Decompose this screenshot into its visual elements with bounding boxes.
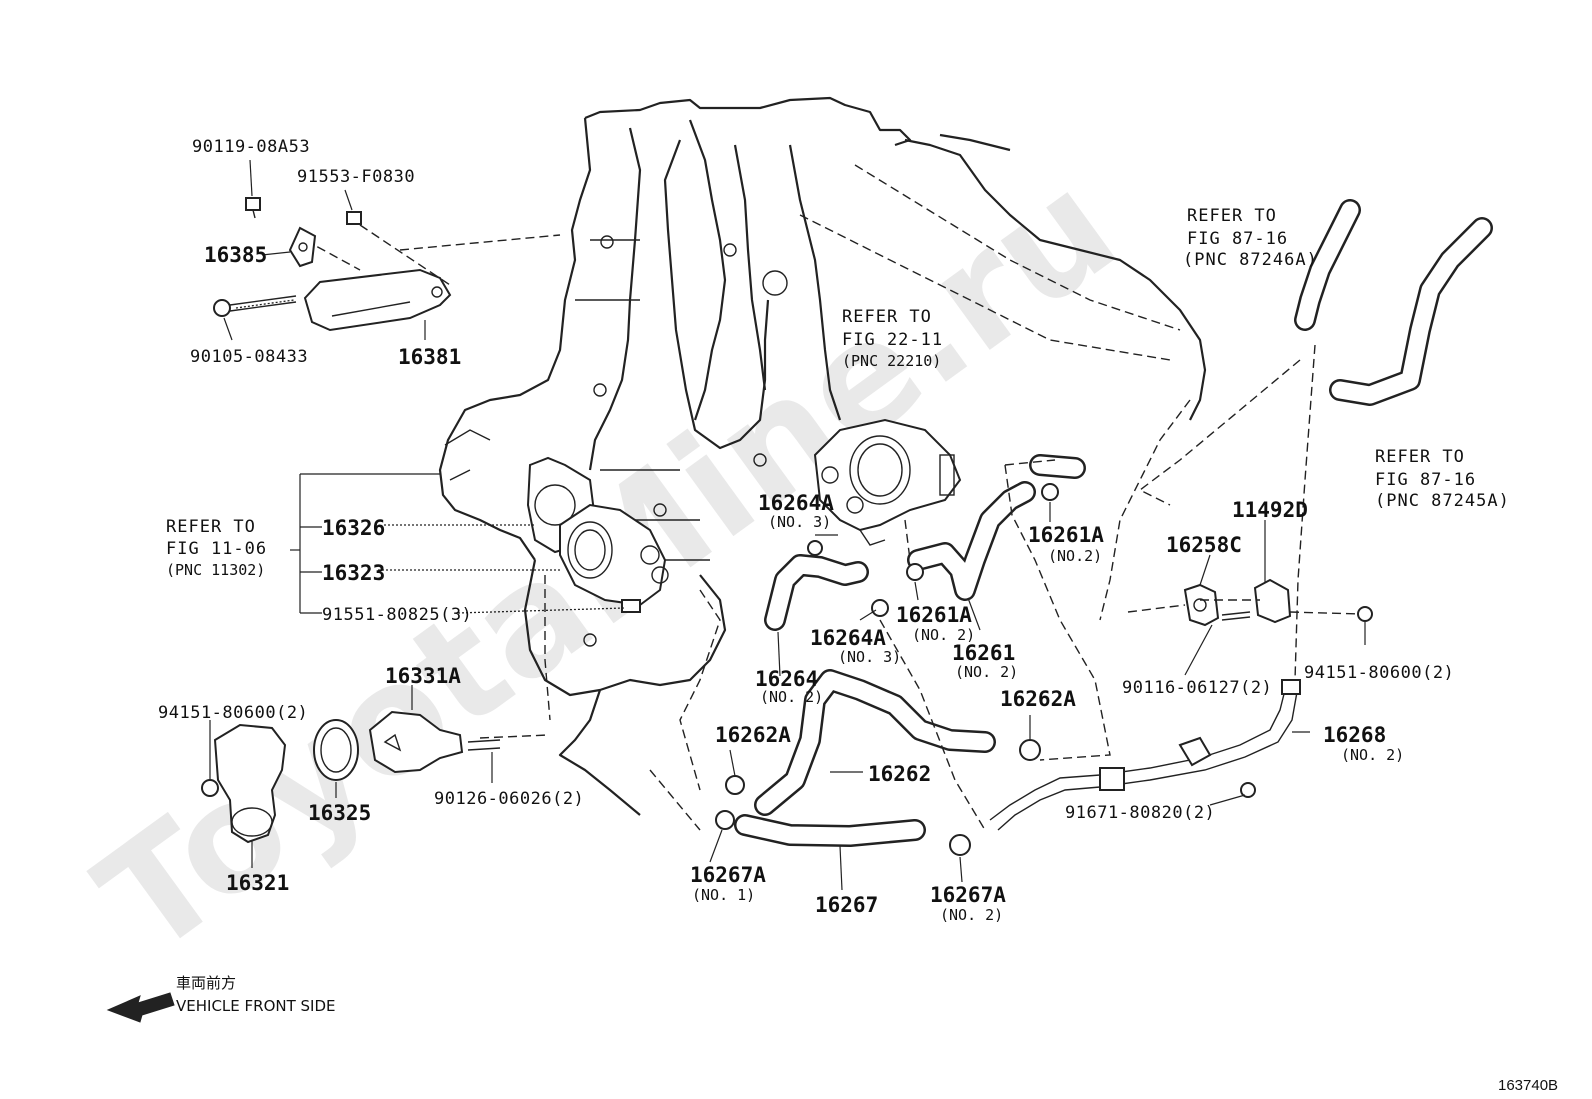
label-91553-f0830: 91553-F0830 (297, 167, 415, 187)
labels: 90119-08A53 91553-F0830 16385 90105-0843… (158, 137, 1510, 924)
clamp-16267a-right-icon (949, 834, 971, 856)
label-16267a-right-sub: (NO. 2) (940, 906, 1003, 924)
label-16261a-left-sub: (NO. 2) (912, 626, 975, 644)
bolt-91553-f0830-icon (346, 211, 362, 225)
front-label-japanese: 車両前方 (176, 974, 236, 992)
clamp-16261a-right-icon (1041, 483, 1059, 501)
label-16325: 16325 (308, 801, 371, 825)
hoses (734, 199, 1493, 847)
head-dashed-outline (304, 164, 1301, 621)
thermostat-group (201, 710, 501, 844)
label-16385: 16385 (204, 243, 267, 267)
label-11492d: 11492D (1232, 498, 1308, 522)
clamp-16261a-left-icon (906, 563, 924, 581)
label-16262: 16262 (868, 762, 931, 786)
figure-code: 163740B (1498, 1077, 1558, 1094)
water-inlet-group (526, 456, 669, 613)
thermostat-16331a-icon (368, 710, 464, 774)
label-16331a: 16331A (385, 664, 461, 688)
label-90105-08433: 90105-08433 (190, 347, 308, 367)
label-16264a-mid-sub: (NO. 3) (838, 648, 901, 666)
ref-fig-11-06-line1: REFER TO (166, 517, 256, 537)
label-16264a-mid: 16264A (810, 626, 886, 650)
vehicle-front-indicator: 車両前方 VEHICLE FRONT SIDE (106, 974, 336, 1023)
label-16264: 16264 (755, 667, 818, 691)
front-label-english: VEHICLE FRONT SIDE (176, 997, 336, 1015)
water-pipe-16268 (989, 679, 1301, 831)
label-16261: 16261 (952, 641, 1015, 665)
label-16261-sub: (NO. 2) (955, 663, 1018, 681)
ref-fig-11-06-line3: (PNC 11302) (166, 561, 265, 579)
ref-fig-87-16-b-line1: REFER TO (1375, 447, 1465, 467)
leader-lines (209, 159, 1366, 891)
ref-fig-22-11-line3: (PNC 22210) (842, 352, 941, 370)
clamp-16264a-top-icon (807, 540, 823, 556)
label-91671-80820: 91671-80820(2) (1065, 803, 1215, 823)
ref-fig-87-16-b-line3: (PNC 87245A) (1375, 491, 1510, 511)
left-arrow-icon (106, 992, 175, 1023)
label-16261a-left: 16261A (896, 603, 972, 627)
label-91551-80825: 91551-80825(3) (322, 605, 472, 625)
cover-group (1183, 578, 1373, 627)
bracket-16385-icon (288, 226, 317, 268)
label-90119-08a53: 90119-08A53 (192, 137, 310, 157)
label-16267a-right: 16267A (930, 883, 1006, 907)
nut-94151-80600-left-icon (201, 779, 219, 797)
gasket-16258c-icon (1183, 583, 1220, 627)
ref-fig-11-06-line2: FIG 11-06 (166, 539, 267, 559)
label-90116-06127: 90116-06127(2) (1122, 678, 1272, 698)
label-16264-sub: (NO. 2) (760, 688, 823, 706)
label-16323: 16323 (322, 561, 385, 585)
label-16267a-left-sub: (NO. 1) (692, 886, 755, 904)
bolt-90119-08a53-icon (245, 197, 261, 211)
label-16262a-right: 16262A (1000, 687, 1076, 711)
clamp-16262a-left-icon (725, 775, 745, 795)
label-90126-06026: 90126-06026(2) (434, 789, 584, 809)
ref-fig-87-16-a-line2: FIG 87-16 (1187, 229, 1288, 249)
ref-fig-22-11-line2: FIG 22-11 (842, 330, 943, 350)
label-94151-80600-left: 94151-80600(2) (158, 703, 308, 723)
nut-94151-80600-right-icon (1357, 606, 1373, 622)
ref-fig-87-16-a-line1: REFER TO (1187, 206, 1277, 226)
bracket-group (213, 197, 452, 332)
label-16321: 16321 (226, 871, 289, 895)
bolt-90105-08433-icon (213, 299, 231, 317)
label-16262a-left: 16262A (715, 723, 791, 747)
clamp-16267a-left-icon (715, 810, 735, 830)
bolt-91551-80825-icon (621, 599, 641, 613)
clamp-16264a-mid-icon (871, 599, 889, 617)
label-16264a-top-sub: (NO. 3) (768, 513, 831, 531)
label-16258c: 16258C (1166, 533, 1242, 557)
ref-fig-87-16-b-line2: FIG 87-16 (1375, 470, 1476, 490)
throttle-body (813, 418, 962, 546)
label-16261a-right-sub: (NO.2) (1048, 547, 1102, 565)
label-16268-sub: (NO. 2) (1341, 746, 1404, 764)
assembly-dashed-lines (479, 344, 1361, 831)
bracket-16381-icon (303, 268, 452, 332)
label-16261a-right: 16261A (1028, 523, 1104, 547)
cover-11492d-icon (1253, 578, 1292, 624)
engine-block-outline (438, 96, 1207, 816)
label-16267: 16267 (815, 893, 878, 917)
bolt-91671-80820-icon (1240, 782, 1256, 798)
ref-fig-22-11-line1: REFER TO (842, 307, 932, 327)
label-16381: 16381 (398, 345, 461, 369)
label-94151-80600-right: 94151-80600(2) (1304, 663, 1454, 683)
label-16268: 16268 (1323, 723, 1386, 747)
label-16267a-left: 16267A (690, 863, 766, 887)
clamp-16262a-right-icon (1019, 739, 1041, 761)
label-16326: 16326 (322, 516, 385, 540)
label-16264a-top: 16264A (758, 491, 834, 515)
ref-fig-87-16-a-line3: (PNC 87246A) (1183, 250, 1318, 270)
